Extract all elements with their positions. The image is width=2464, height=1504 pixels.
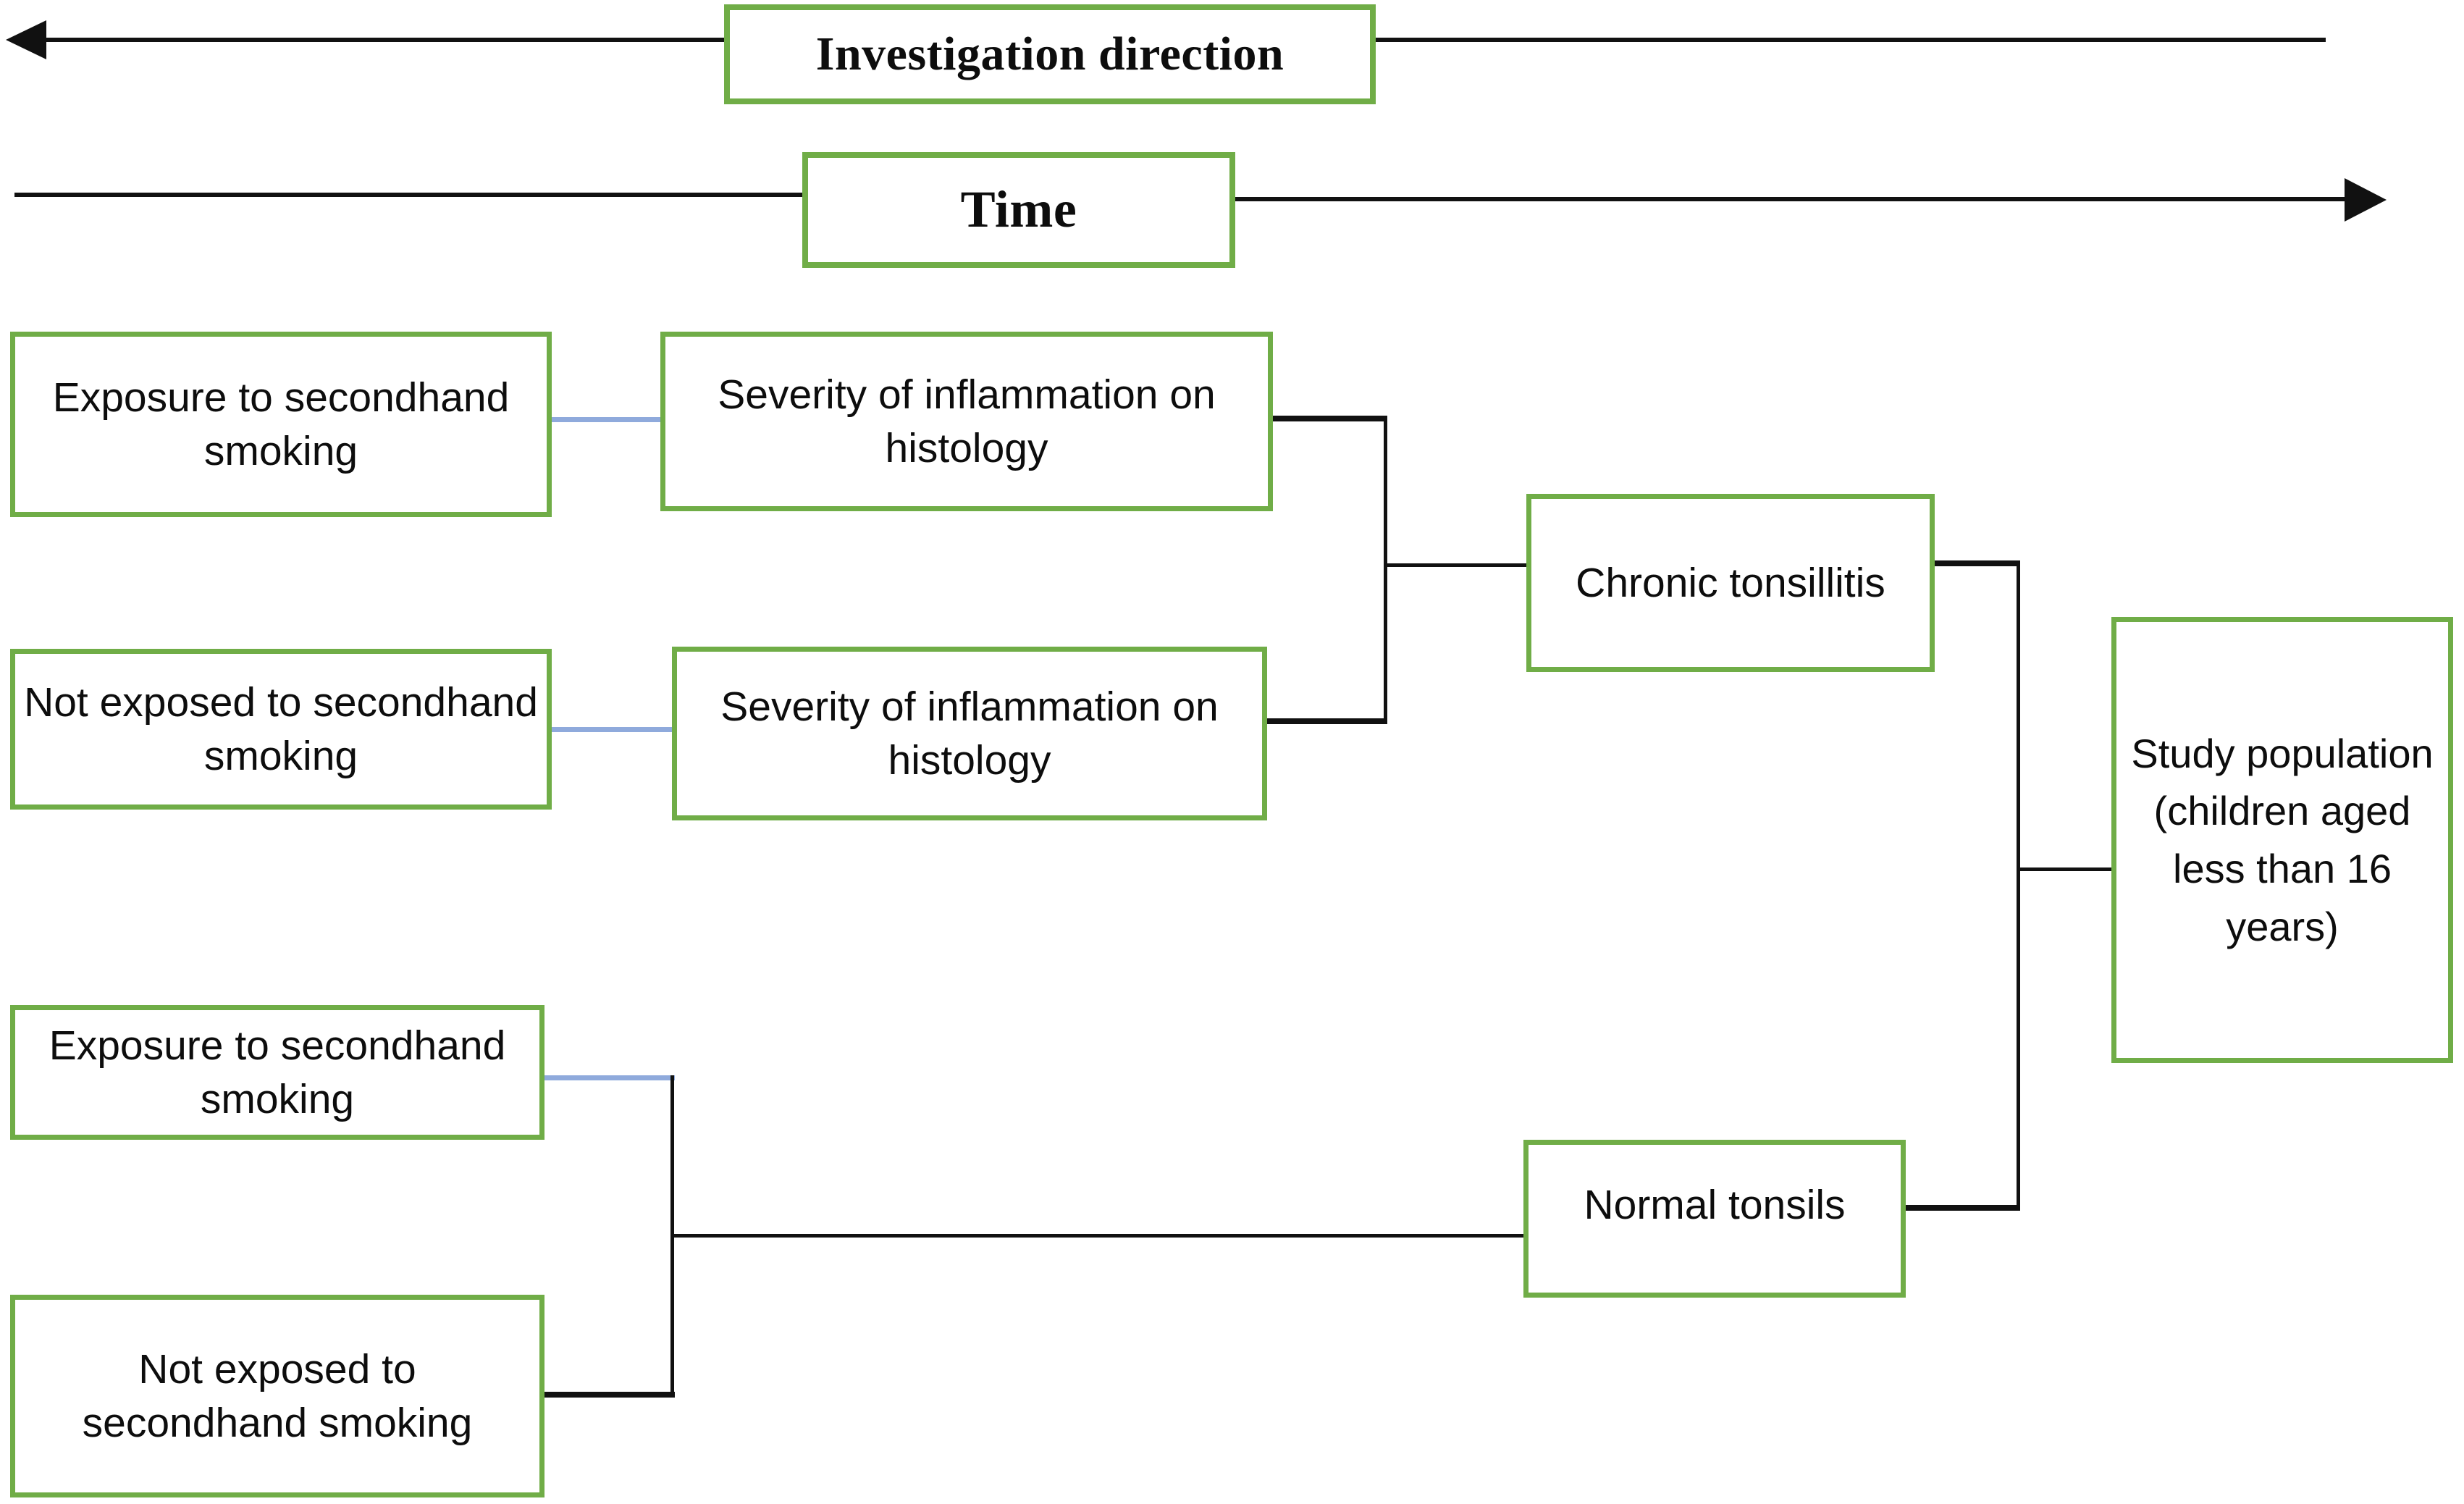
node-exposure-bottom: Exposure to secondhand smoking: [10, 1005, 544, 1140]
node-not-exposed-top: Not exposed to secondhand smoking: [10, 649, 552, 810]
node-histology-top: Severity of inflammation on histology: [660, 332, 1273, 511]
bracket-chronic-tonsillitis-stub: [1930, 560, 2020, 566]
node-histology-bottom: Severity of inflammation on histology: [672, 647, 1267, 820]
node-chronic-tonsillitis-label: Chronic tonsillitis: [1576, 559, 1885, 606]
time-axis-line-left: [14, 193, 808, 197]
node-not-exposed-bottom: Not exposed to secondhand smoking: [10, 1295, 544, 1497]
node-chronic-tonsillitis: Chronic tonsillitis: [1526, 494, 1935, 672]
edge-bottom-exposure-to-normal-tonsils: [670, 1234, 1528, 1238]
edge-not-exposed-top-to-histology-bottom: [544, 727, 673, 732]
node-study-population-label: Study population (children aged less tha…: [2131, 730, 2434, 949]
bracket-histology-spine: [1384, 416, 1387, 723]
edge-histology-to-chronic-tonsillitis: [1384, 563, 1529, 567]
bracket-histology-top-stub: [1269, 416, 1387, 421]
investigation-direction-box: Investigation direction: [724, 4, 1376, 104]
bracket-histology-bottom-stub: [1263, 718, 1387, 724]
node-exposure-bottom-label: Exposure to secondhand smoking: [49, 1022, 506, 1122]
bracket-normal-tonsils-stub: [1901, 1205, 2020, 1211]
edge-exposure-top-to-histology-top: [547, 417, 663, 422]
edge-exposure-bottom-stub: [542, 1075, 675, 1080]
node-not-exposed-top-label: Not exposed to secondhand smoking: [24, 679, 538, 779]
node-not-exposed-bottom-label: Not exposed to secondhand smoking: [82, 1345, 473, 1446]
node-histology-top-label: Severity of inflammation on histology: [718, 371, 1216, 471]
bracket-outcome-spine: [2017, 560, 2020, 1209]
arrow-left-icon: [6, 20, 46, 59]
node-histology-bottom-label: Severity of inflammation on histology: [720, 683, 1219, 783]
investigation-direction-label: Investigation direction: [815, 28, 1284, 81]
node-normal-tonsils-label: Normal tonsils: [1584, 1182, 1846, 1228]
edge-not-exposed-bottom-stub: [542, 1392, 675, 1398]
time-label: Time: [960, 180, 1077, 239]
time-axis-line-right: [1229, 197, 2347, 201]
node-normal-tonsils: Normal tonsils: [1523, 1140, 1906, 1298]
edge-outcomes-to-study-population: [2017, 867, 2115, 871]
investigation-axis-line-left: [42, 38, 730, 42]
node-study-population: Study population (children aged less tha…: [2111, 617, 2453, 1063]
time-box: Time: [802, 152, 1235, 268]
node-exposure-top-label: Exposure to secondhand smoking: [52, 374, 510, 474]
arrow-right-icon: [2345, 178, 2387, 222]
node-exposure-top: Exposure to secondhand smoking: [10, 332, 552, 517]
investigation-axis-line-right: [1368, 38, 2326, 42]
